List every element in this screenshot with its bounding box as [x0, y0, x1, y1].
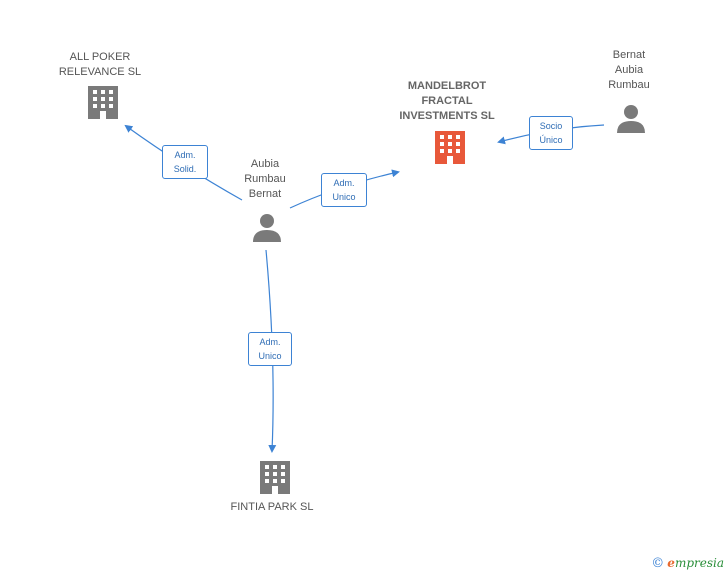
edge-label-socio-unico[interactable]: Socio Único	[529, 116, 573, 150]
building-icon[interactable]	[260, 461, 290, 494]
copyright-icon: ©	[651, 556, 665, 571]
node-label-aubia-rumbau[interactable]: Aubia Rumbau Bernat	[244, 158, 286, 200]
node-label-bernat-aubia[interactable]: Bernat Aubia Rumbau	[608, 49, 650, 91]
person-icon[interactable]	[253, 214, 281, 242]
node-label-fintia[interactable]: FINTIA PARK SL	[230, 501, 314, 513]
person-icon[interactable]	[617, 105, 645, 133]
brand-e: e	[667, 556, 675, 570]
building-icon[interactable]	[88, 86, 118, 119]
edge-label-adm-unico-mandelbrot[interactable]: Adm. Unico	[321, 173, 367, 207]
node-label-mandelbrot[interactable]: MANDELBROT FRACTAL INVESTMENTS SL	[399, 80, 495, 122]
brand-watermark: ©empresia	[651, 556, 724, 571]
edge-label-adm-unico-fintia[interactable]: Adm. Unico	[248, 332, 292, 366]
edge-label-adm-solid[interactable]: Adm. Solid.	[162, 145, 208, 179]
building-icon[interactable]	[435, 131, 465, 164]
node-label-all-poker[interactable]: ALL POKER RELEVANCE SL	[58, 51, 142, 78]
brand-name: mpresia	[674, 556, 724, 570]
